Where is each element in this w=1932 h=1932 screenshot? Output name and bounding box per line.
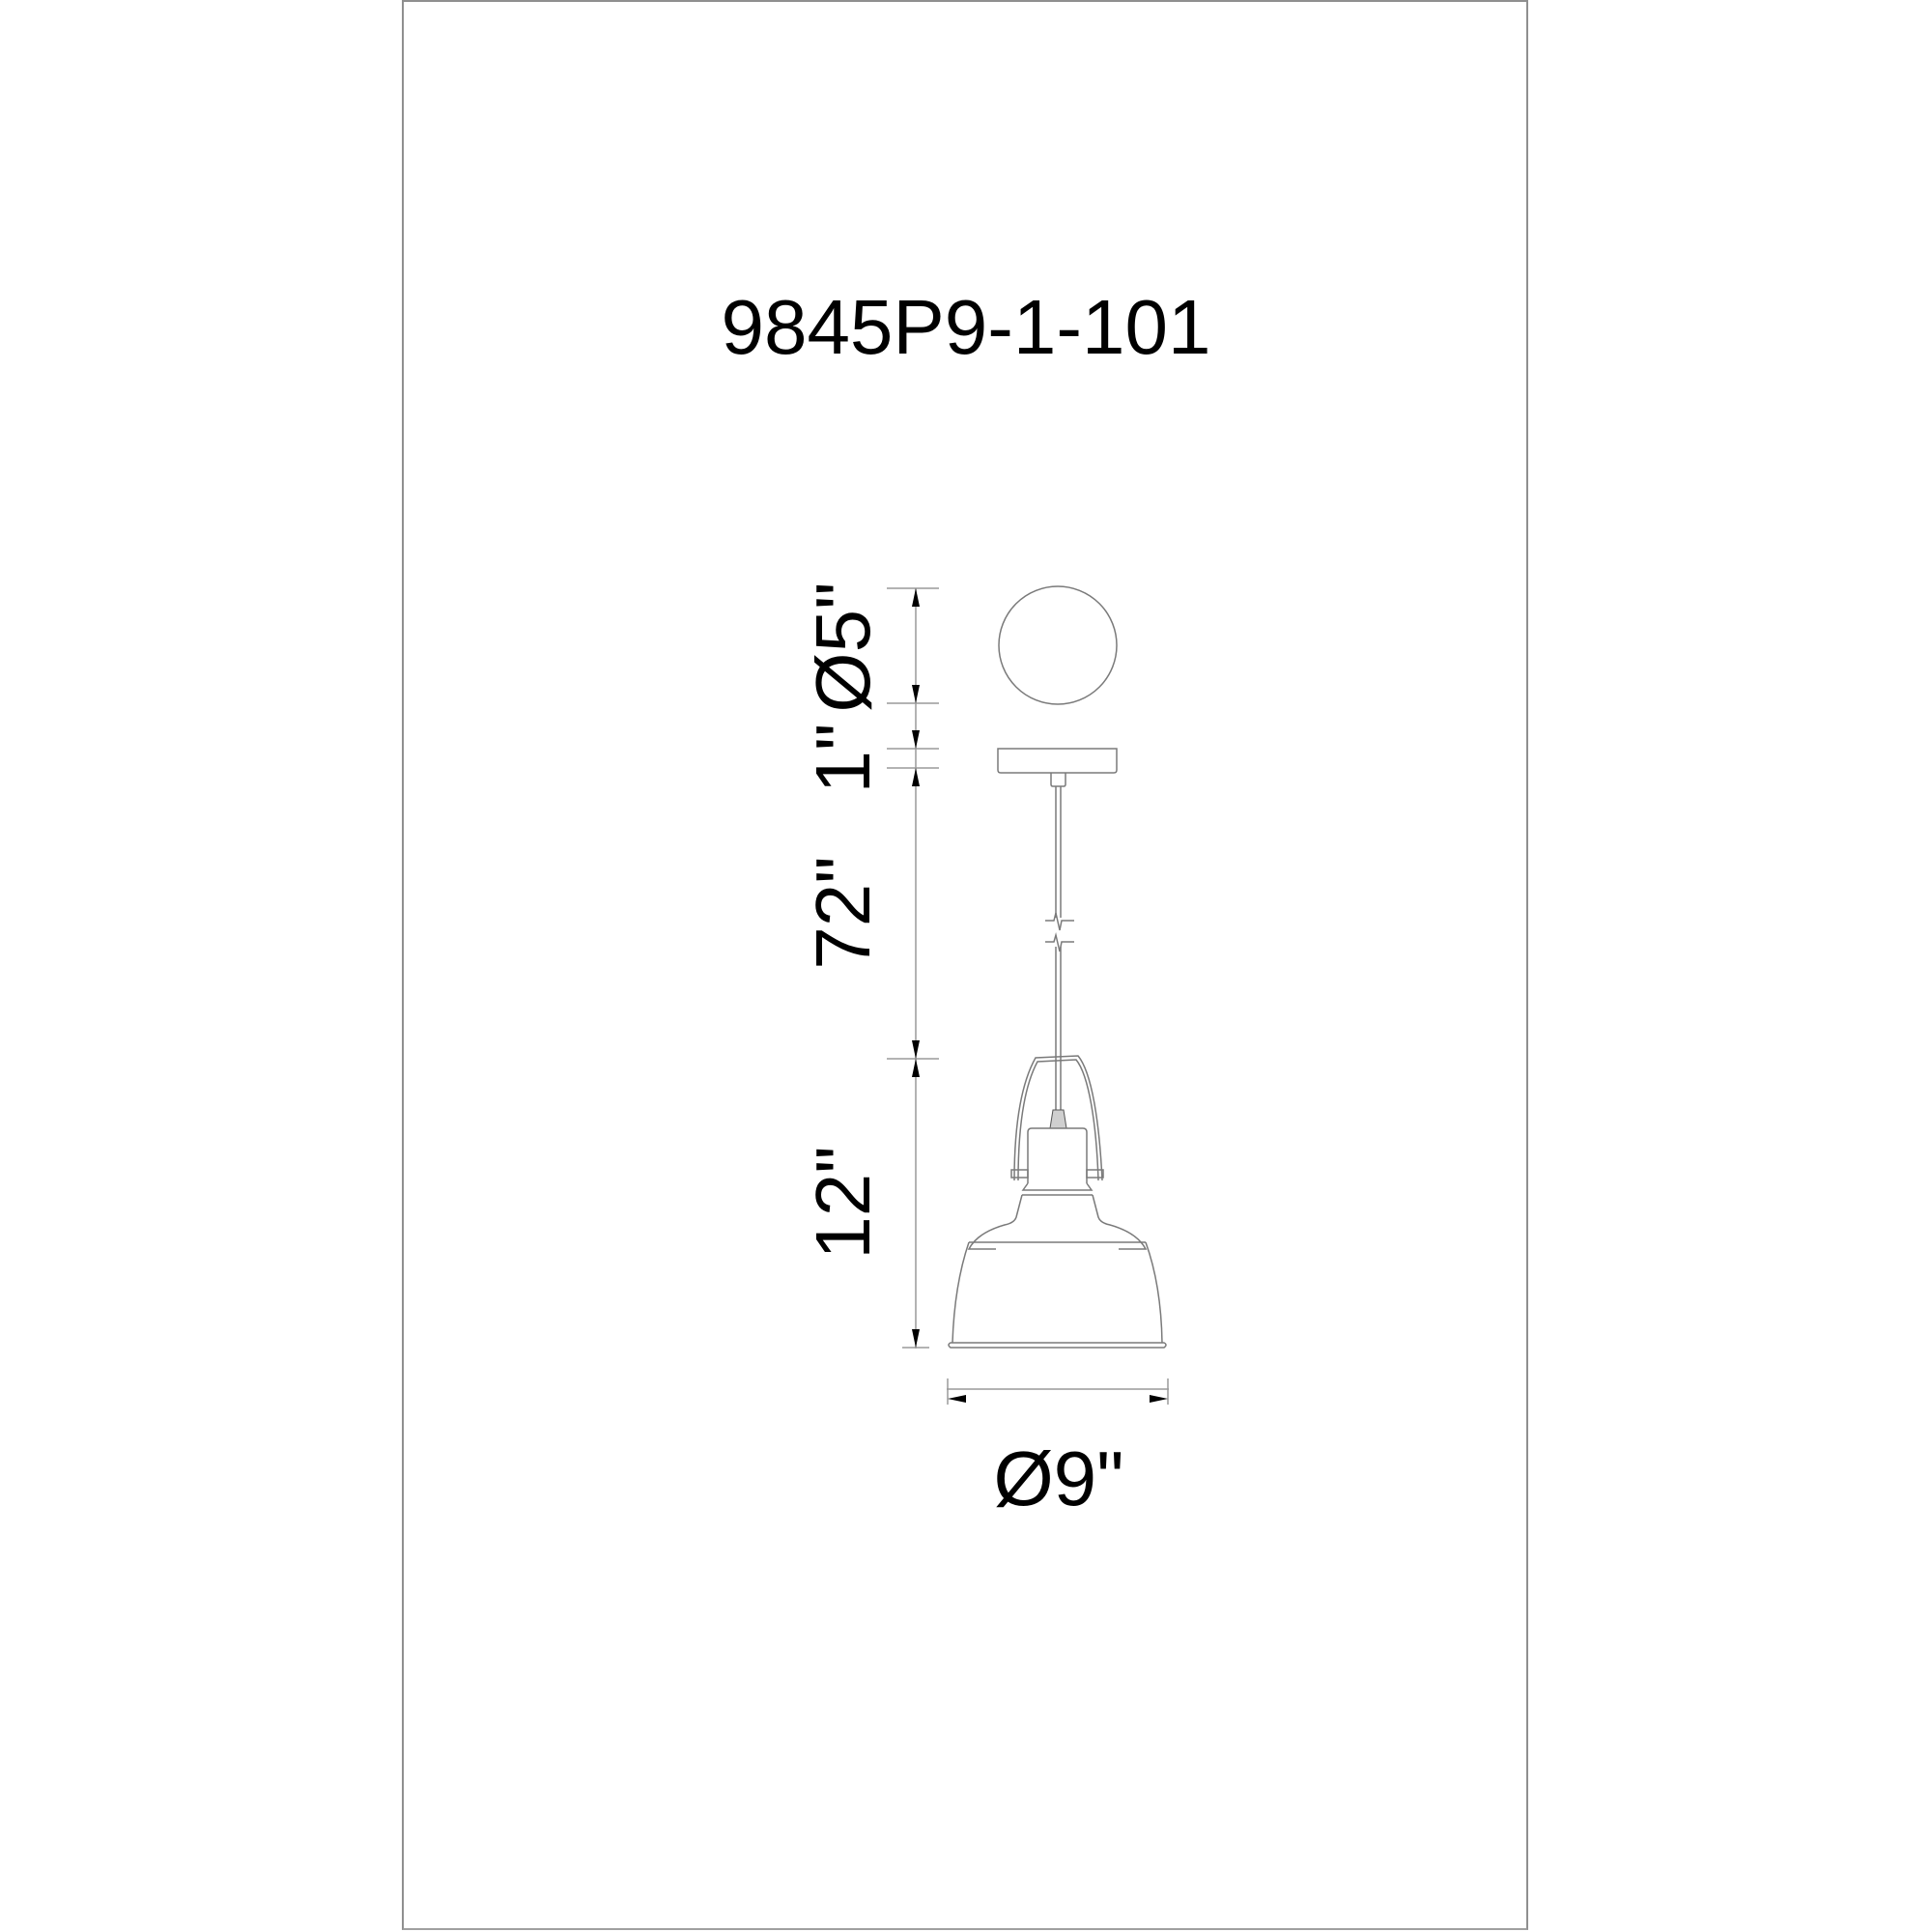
pendant-shade (948, 1127, 1167, 1349)
model-number-title: 9845P9-1-101 (721, 284, 1210, 370)
canopy-top-view-circle (998, 585, 1118, 705)
dimension-label-canopy-height: 1" (800, 724, 886, 794)
svg-text:1": 1" (800, 724, 886, 794)
dimension-label-canopy-diameter: Ø5" (800, 582, 886, 712)
dimension-label-fixture-diameter: Ø9" (993, 1435, 1123, 1521)
dimension-label-cord-length: 72" (800, 856, 886, 969)
vertical-dimension-line (887, 587, 939, 1349)
svg-text:12": 12" (800, 1146, 886, 1259)
svg-text:Ø5": Ø5" (800, 582, 886, 712)
canopy-side-view (997, 748, 1118, 787)
dimension-label-fixture-height: 12" (800, 1146, 886, 1259)
horizontal-dimension-line (947, 1378, 1169, 1405)
drawing-sheet-frame (402, 0, 1528, 1930)
svg-text:72": 72" (800, 856, 886, 969)
strain-relief (1049, 1109, 1067, 1129)
cord (1045, 786, 1074, 1111)
